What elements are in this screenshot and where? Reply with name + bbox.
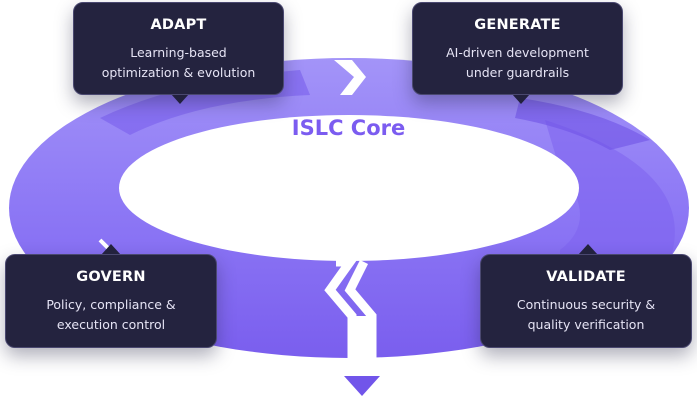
stage-desc-adapt-line1: Learning-based [130,45,227,60]
stage-title-generate: GENERATE [474,17,561,33]
stage-title-govern: GOVERN [76,269,146,285]
ring-segment-top-right [515,98,650,150]
stage-desc-adapt-line2: optimization & evolution [101,65,256,80]
generate-pointer [512,94,530,104]
validate-pointer [578,244,598,255]
ring-notch-top [334,60,366,95]
stage-desc-govern-line2: execution control [56,317,166,332]
stage-title-adapt: ADAPT [150,17,207,33]
stage-card-adapt: ADAPT Learning-based optimization & evol… [73,2,284,95]
stage-desc-govern: Policy, compliance & execution control [6,295,216,335]
stage-card-govern: GOVERN Policy, compliance & execution co… [5,254,217,348]
down-arrow-icon [344,376,380,396]
stage-desc-validate-line2: quality verification [527,317,645,332]
govern-pointer [101,244,121,255]
stage-desc-adapt: Learning-based optimization & evolution [74,43,283,83]
adapt-pointer [171,94,189,104]
stage-desc-generate: AI-driven development under guardrails [413,43,622,83]
stage-desc-govern-line1: Policy, compliance & [46,297,176,312]
stage-card-validate: VALIDATE Continuous security & quality v… [480,254,692,348]
stage-desc-validate: Continuous security & quality verificati… [481,295,691,335]
stage-desc-generate-line1: AI-driven development [446,45,589,60]
stage-desc-validate-line1: Continuous security & [516,297,656,312]
core-label: ISLC Core [291,116,406,140]
ring-gap-bottom [352,316,372,372]
stage-desc-generate-line2: under guardrails [465,65,570,80]
stage-card-generate: GENERATE AI-driven development under gua… [412,2,623,95]
stage-title-validate: VALIDATE [546,269,626,285]
